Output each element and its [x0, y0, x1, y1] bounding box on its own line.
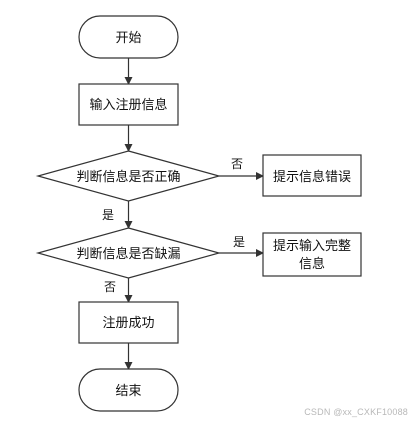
complete-prompt-label-line1: 提示输入完整 — [273, 238, 351, 254]
start-label: 开始 — [115, 31, 141, 46]
end-label: 结束 — [115, 384, 141, 399]
register-success-node — [78, 301, 179, 344]
check-missing-label: 判断信息是否缺漏 — [76, 246, 180, 262]
watermark: CSDN @xx_CXKF10088 — [304, 407, 408, 417]
complete-prompt-node — [262, 232, 362, 277]
input-info-label: 输入注册信息 — [89, 97, 167, 113]
error-prompt-label: 提示信息错误 — [273, 169, 351, 185]
edge-missing-no-label: 否 — [104, 280, 116, 294]
edge-correct-no-label: 否 — [231, 157, 243, 171]
check-correct-label: 判断信息是否正确 — [76, 169, 180, 185]
end-node — [78, 368, 179, 412]
error-prompt-node — [262, 154, 362, 197]
complete-prompt-label-line2: 信息 — [299, 256, 325, 272]
input-info-node — [78, 83, 179, 126]
register-success-label: 注册成功 — [102, 316, 154, 331]
edge-missing-yes-label: 是 — [233, 235, 245, 249]
edge-correct-yes-label: 是 — [102, 208, 114, 222]
